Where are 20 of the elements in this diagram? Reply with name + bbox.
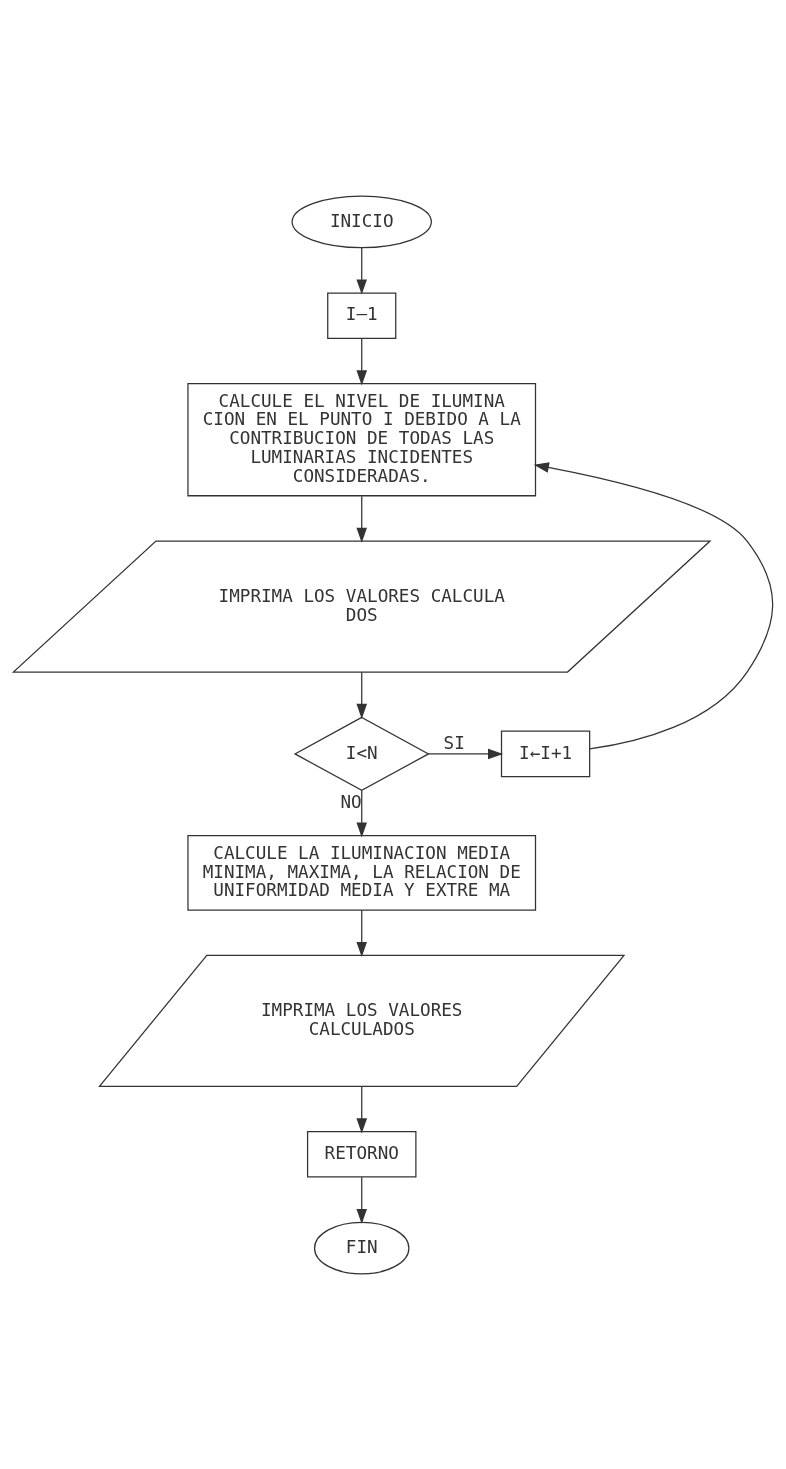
edge-label: SI [443, 732, 465, 753]
node-box: I←I+1 [500, 730, 591, 777]
edge-label: NO [340, 791, 362, 812]
arrow [356, 495, 368, 543]
node-box: CALCULE LA ILUMINACION MEDIA MINIMA, MAXIMA, LA RELACION DE UNIFORMIDAD MEDIA Y EXTRE MA [187, 834, 537, 911]
node-box: I—1 [327, 291, 397, 339]
arrow [356, 1176, 368, 1224]
arrow [427, 748, 504, 759]
node-ellipse: FIN [313, 1221, 410, 1275]
node-diamond: I<N [293, 716, 430, 791]
arrow [356, 337, 368, 385]
node-box: RETORNO [306, 1130, 417, 1178]
arrow [356, 1085, 368, 1133]
arrow [356, 908, 368, 957]
arrow [356, 789, 368, 838]
node-ellipse: INICIO [291, 194, 432, 248]
arrow [533, 461, 774, 750]
node-box: CALCULE EL NIVEL DE ILUMINA CION EN EL PUNTO I DEBIDO A LA CONTRIBUCION DE TODAS LAS LUMINARIAS INCIDENTES CONSIDERADAS. [187, 382, 537, 496]
arrow [356, 671, 368, 719]
arrow [356, 246, 368, 294]
